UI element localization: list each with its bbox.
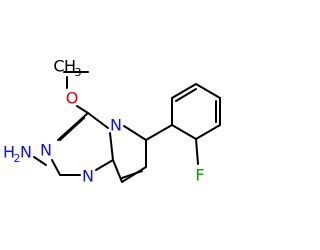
bonds: [33, 71, 221, 183]
bond-ph-2-3-double: [175, 88, 197, 102]
bond-n3-c2: [51, 159, 61, 176]
bond-c4-n3: [57, 112, 89, 141]
bond-c8-c8a: [112, 159, 123, 183]
molecule-structure: C H 3 O N N N H 2 N F: [3, 57, 221, 186]
bond-ph-5-6: [195, 124, 221, 140]
bond-o-c4: [76, 105, 89, 114]
amine-nitrogen-label: N: [20, 143, 32, 162]
bond-c8a-c4a: [109, 132, 114, 161]
pyrimidine-nitrogen-bottom-label: N: [82, 167, 94, 186]
methyl-carbon-label: C: [53, 57, 64, 76]
pyrimidine-nitrogen-top-label: N: [40, 141, 52, 160]
bond-c4-c4a: [87, 112, 109, 129]
bond-ph-f: [195, 138, 199, 165]
ether-oxygen-label: O: [66, 89, 79, 108]
pyridine-nitrogen-label: N: [110, 116, 122, 135]
fluorine-label: F: [195, 166, 204, 185]
amine-hydrogen-label: H: [3, 143, 15, 162]
bond-ph-3-4: [195, 83, 221, 99]
methyl-subscript: 3: [75, 66, 82, 79]
amine-group-label: H 2 N: [3, 143, 32, 166]
amine-subscript: 2: [14, 152, 21, 165]
bond-c7-c8-double: [121, 170, 143, 179]
bond-c6-aryl: [145, 124, 173, 141]
bond-ph-2-3: [171, 83, 197, 99]
methyl-hydrogen-label: H: [64, 57, 76, 76]
bond-n5-c6: [123, 125, 147, 141]
methyl-group-label: C H 3: [53, 57, 81, 80]
bond-c2-nh2: [33, 156, 47, 166]
bond-c4-n3-double: [59, 117, 85, 141]
bond-ph-6-1: [171, 124, 197, 140]
bond-n1-c8a: [95, 159, 114, 171]
